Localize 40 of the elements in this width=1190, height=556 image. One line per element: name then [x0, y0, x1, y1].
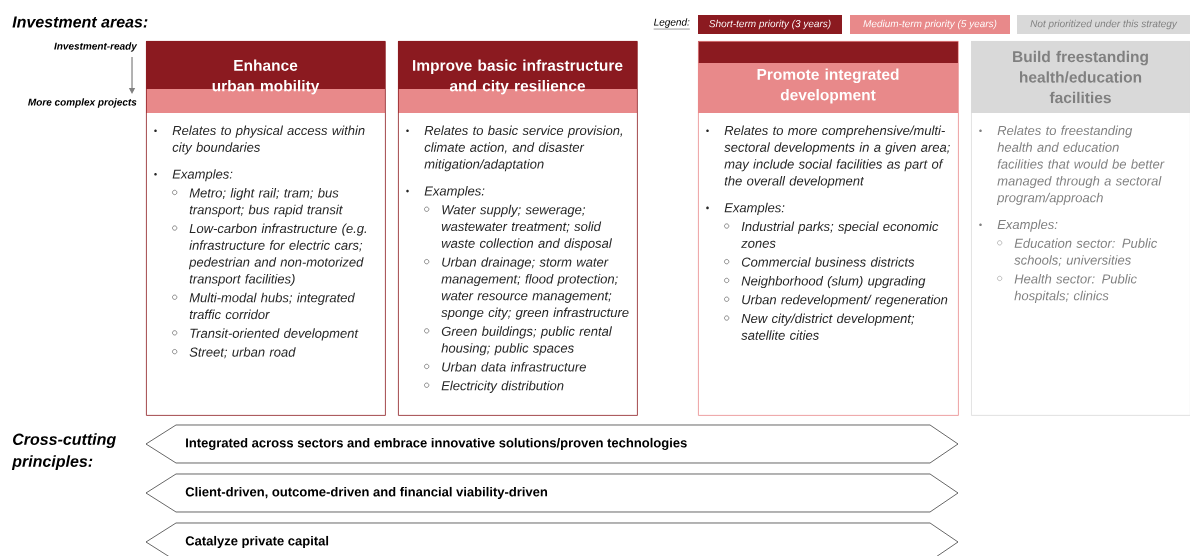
sub-item: New city/district development; satellite cities	[724, 313, 915, 340]
sub-item: Metro; light rail; tram; bus transport; bus rapid transit	[172, 187, 343, 217]
sub-item: Green buildings; public rental housing; public spaces	[424, 326, 612, 356]
legend-item: Not prioritized under this strategy	[1017, 15, 1190, 34]
sub-item: Urban drainage; storm water management; flood protection; water resource management; sponge city; green infrastructure	[424, 257, 629, 320]
sub-item: Education sector: Public schools; universities	[997, 238, 1158, 267]
bullet-item: Relates to physical access within city boundaries	[154, 125, 365, 155]
card-title: Enhance urban mobility	[212, 59, 320, 95]
sub-item: Commercial business districts	[724, 257, 915, 267]
sub-item: Transit-oriented development	[172, 328, 359, 341]
sub-item: Health sector: Public hospitals; clinics	[997, 273, 1137, 303]
bullet-item: Examples:	[706, 202, 785, 215]
bullet-item: Relates to more comprehensive/multi-sectoral developments in a given area; may include social facilities as part of the overall development	[706, 125, 950, 189]
bullet-item: Relates to basic service provision, climate action, and disaster mitigation/adaptation	[406, 125, 623, 172]
bullet-item: Relates to freestanding health and education facilities that would be better managed through a sectoral program/approach	[979, 125, 1165, 205]
legend-item: Short-term priority (3 years)	[698, 15, 842, 34]
sub-item: Multi-modal hubs; integrated traffic corridor	[172, 292, 355, 320]
label: Legend:	[653, 18, 690, 30]
label: Investment-ready	[54, 42, 138, 52]
card-title: Promote integrated development	[757, 68, 899, 104]
principle-banner: Catalyze private capital	[145, 522, 959, 556]
sub-item: Street; urban road	[172, 347, 296, 359]
card-title: Improve basic infrastructure and city resilience	[413, 59, 623, 95]
sub-item: Industrial parks; special economic zones	[724, 221, 939, 248]
sub-item: Urban redevelopment/ regeneration	[724, 294, 948, 307]
legend-item: Medium-term priority (5 years)	[850, 15, 1010, 34]
sub-item: Electricity distribution	[424, 380, 564, 393]
label: Investment areas:	[12, 16, 148, 28]
principle-banner: Integrated across sectors and embrace innovative solutions/proven technologies	[145, 424, 959, 464]
card-title: Build freestanding health/education facilities	[1013, 50, 1148, 104]
sub-item: Neighborhood (slum) upgrading	[724, 275, 926, 289]
label: More complex projects	[28, 98, 137, 108]
bullet-item: Examples:	[406, 185, 485, 199]
sub-item: Water supply; sewerage; wastewater treatment; solid waste collection and disposal	[424, 204, 612, 251]
sub-item: Low-carbon infrastructure (e.g. infrastructure for electric cars; pedestrian and non-motorized transport facilities)	[172, 223, 367, 287]
bullet-item: Examples:	[154, 169, 233, 182]
label: Cross-cutting principles:	[11, 433, 116, 471]
principle-banner: Client-driven, outcome-driven and financial viability-driven	[145, 473, 959, 513]
sub-item: Urban data infrastructure	[424, 361, 586, 372]
bullet-item: Examples:	[979, 219, 1058, 232]
